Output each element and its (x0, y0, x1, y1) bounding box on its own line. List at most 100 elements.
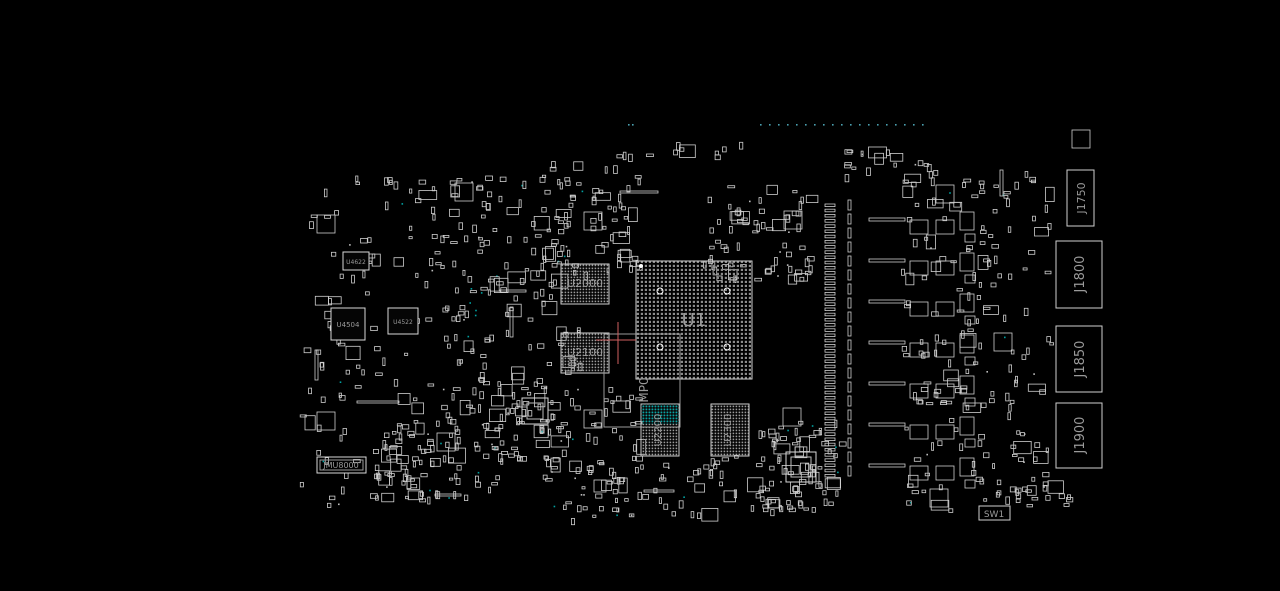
smd-part (971, 194, 979, 199)
component-jmu8000[interactable]: JMU8000 (316, 456, 367, 474)
smd-part (847, 255, 852, 267)
component-u2300[interactable]: U2300 (710, 403, 750, 457)
smd-part (536, 270, 540, 277)
smd-part (516, 400, 521, 407)
smd-part (612, 428, 617, 434)
via-dot (630, 514, 633, 517)
smd-part (1031, 496, 1039, 501)
smd-part (625, 400, 630, 410)
smd-part (608, 387, 614, 393)
connector-j1750[interactable]: J1750 (1066, 169, 1095, 227)
smd-part (1031, 179, 1037, 184)
smd-part (803, 507, 809, 511)
smd-part (418, 179, 427, 185)
smd-part (375, 372, 383, 376)
smd-part (412, 460, 416, 468)
component-u2200[interactable]: U2200 (640, 403, 680, 457)
smd-part (599, 505, 604, 512)
smd-part (324, 214, 331, 219)
smd-part (992, 208, 998, 214)
switch-sw1[interactable]: SW1 (978, 505, 1011, 521)
smd-part (556, 251, 563, 257)
smd-part (619, 190, 659, 194)
via-dot (572, 438, 574, 441)
smd-part (847, 269, 852, 281)
smd-part (889, 152, 904, 162)
smd-part (442, 455, 447, 463)
smd-part (449, 418, 457, 425)
via-dot (796, 124, 798, 126)
smd-part (824, 453, 836, 457)
component-u4522[interactable]: U4522 (387, 307, 419, 335)
smd-part (813, 429, 822, 436)
smd-part (908, 474, 919, 488)
smd-part (505, 311, 510, 317)
smd-part (815, 483, 823, 489)
smd-part (610, 234, 614, 242)
via-dot (583, 494, 585, 496)
smd-part (693, 470, 700, 476)
component-u1[interactable]: U1 (635, 260, 753, 380)
smd-part (792, 486, 800, 492)
u2100-label: U2100 (567, 346, 603, 359)
component-u4622[interactable]: U4622 (342, 251, 370, 271)
smd-part (299, 481, 304, 488)
via-dot (823, 124, 825, 126)
component-ic-left-center[interactable] (521, 397, 549, 425)
smd-part (633, 444, 637, 452)
smd-part (1022, 267, 1028, 271)
smd-part (356, 400, 400, 404)
connector-j1900[interactable]: J1900 (1055, 402, 1103, 469)
smd-part (847, 465, 852, 477)
component-u2000[interactable]: U2000 (560, 263, 610, 305)
smd-part (909, 342, 929, 358)
smd-part (397, 425, 402, 434)
smd-part (934, 349, 938, 357)
smd-part (924, 236, 929, 241)
smd-part (949, 201, 963, 212)
smd-part (828, 501, 834, 506)
j1900-label: J1900 (1073, 417, 1088, 455)
smd-part (533, 291, 539, 300)
smd-part (935, 465, 955, 481)
via-dot (814, 124, 816, 126)
smd-part (799, 436, 810, 452)
smd-part (992, 463, 995, 469)
smd-part (965, 404, 970, 411)
component-u2100[interactable]: U2100 (560, 332, 610, 374)
smd-part (786, 500, 791, 506)
smd-part (965, 368, 970, 375)
smd-part (628, 153, 633, 162)
smd-part (721, 457, 729, 462)
smd-part (1015, 498, 1021, 504)
smd-part (576, 327, 581, 333)
smd-part (571, 518, 576, 526)
smd-part (530, 270, 547, 281)
smd-part (1016, 430, 1021, 435)
via-dot (632, 124, 634, 126)
smd-part (378, 470, 391, 486)
smd-part (436, 432, 456, 452)
smd-part (959, 211, 975, 231)
smd-part (612, 488, 618, 495)
component-u4504[interactable]: U4504 (330, 307, 366, 341)
smd-part (967, 328, 974, 332)
connector-j1800[interactable]: J1800 (1055, 240, 1103, 309)
smd-part (506, 303, 522, 318)
smd-part (546, 361, 553, 366)
smd-part (817, 466, 823, 470)
connector-j1850[interactable]: J1850 (1055, 325, 1103, 393)
smd-part (824, 432, 836, 436)
smd-part (847, 451, 852, 463)
smd-part (630, 422, 637, 426)
smd-part (362, 270, 366, 279)
smd-part (929, 488, 949, 508)
smd-part (505, 407, 510, 416)
smd-part (554, 216, 560, 220)
component-ic-bottom-center[interactable] (785, 451, 817, 483)
smd-part (640, 464, 644, 470)
via-dot (481, 423, 484, 426)
smd-part (511, 446, 518, 451)
